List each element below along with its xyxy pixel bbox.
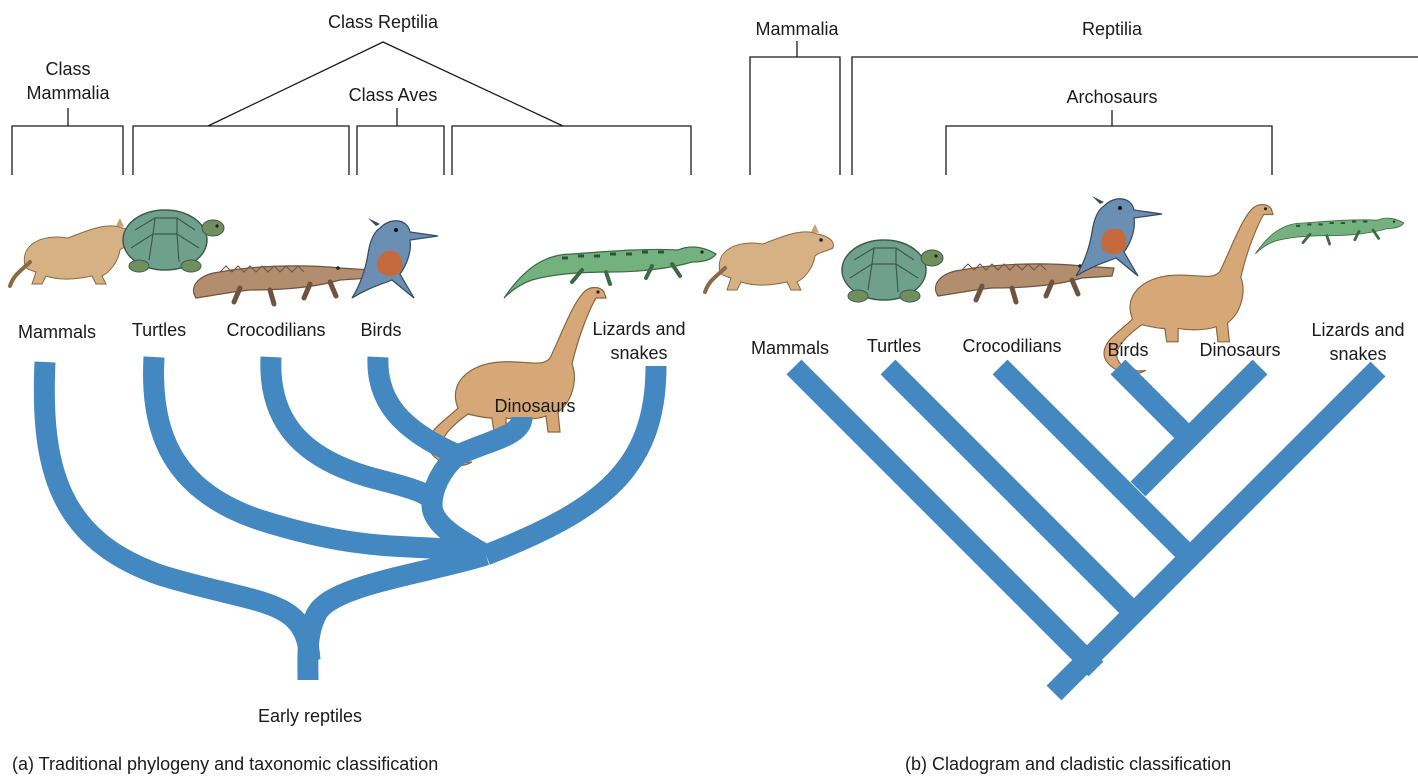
- taxon-mammals-a: Mammals: [18, 322, 96, 342]
- class-mammalia-label-line1: Class: [45, 59, 90, 79]
- turtle-illustration-b: [842, 240, 943, 302]
- taxon-crocodilians-a: Crocodilians: [226, 320, 325, 340]
- mammal-illustration: [10, 218, 138, 286]
- turtle-illustration: [123, 210, 224, 272]
- branch-dinosaurs-a: [458, 417, 522, 455]
- bracket-mammalia: [750, 41, 840, 175]
- taxon-crocodilians-b: Crocodilians: [962, 336, 1061, 356]
- mammal-illustration-b: [705, 224, 833, 292]
- branch-reptile-join-a: [308, 555, 486, 680]
- reptilia-label: Reptilia: [1082, 19, 1143, 39]
- taxon-lizards-a-line1: Lizards and: [592, 319, 685, 339]
- taxon-mammals-b: Mammals: [751, 338, 829, 358]
- archosaurs-label: Archosaurs: [1066, 87, 1157, 107]
- taxon-turtles-b: Turtles: [867, 336, 921, 356]
- bracket-class-mammalia: [12, 108, 123, 175]
- taxon-lizards-b-line2: snakes: [1329, 344, 1386, 364]
- bracket-archosaurs: [946, 110, 1272, 175]
- branch-birds-a: [378, 357, 458, 455]
- bracket-reptilia: [852, 57, 1418, 175]
- lizard-illustration: [504, 247, 716, 298]
- taxon-lizards-b-line1: Lizards and: [1311, 320, 1404, 340]
- panel-a: Class Reptilia Class Mammalia Class Aves…: [10, 12, 716, 774]
- mammalia-label: Mammalia: [755, 19, 839, 39]
- taxon-dinosaurs-b: Dinosaurs: [1199, 340, 1280, 360]
- bracket-class-aves: [357, 108, 444, 175]
- bracket-turtles-crocodilians: [133, 126, 349, 175]
- root-label-early-reptiles: Early reptiles: [258, 706, 362, 726]
- lizard-illustration-b: [1255, 218, 1403, 254]
- taxon-dinosaurs-a: Dinosaurs: [494, 396, 575, 416]
- taxon-lizards-a-line2: snakes: [610, 343, 667, 363]
- bracket-class-reptilia: [208, 42, 563, 126]
- panel-b: Mammalia Reptilia Archosaurs Mammals Tur…: [705, 19, 1418, 774]
- class-mammalia-label-line2: Mammalia: [26, 83, 110, 103]
- caption-b: (b) Cladogram and cladistic classificati…: [905, 754, 1231, 774]
- branch-dinosaurs-b: [1138, 367, 1260, 489]
- taxon-birds-a: Birds: [360, 320, 401, 340]
- class-reptilia-label: Class Reptilia: [328, 12, 439, 32]
- caption-a: (a) Traditional phylogeny and taxonomic …: [12, 754, 438, 774]
- taxon-turtles-a: Turtles: [132, 320, 186, 340]
- crocodile-illustration: [193, 266, 372, 304]
- class-aves-label: Class Aves: [349, 85, 438, 105]
- cladogram-tree: [794, 367, 1378, 693]
- bird-illustration-b: [1076, 196, 1162, 276]
- branch-birds-b: [1118, 367, 1192, 441]
- taxon-birds-b: Birds: [1107, 340, 1148, 360]
- bracket-lizards: [452, 126, 691, 175]
- bird-illustration: [352, 218, 438, 298]
